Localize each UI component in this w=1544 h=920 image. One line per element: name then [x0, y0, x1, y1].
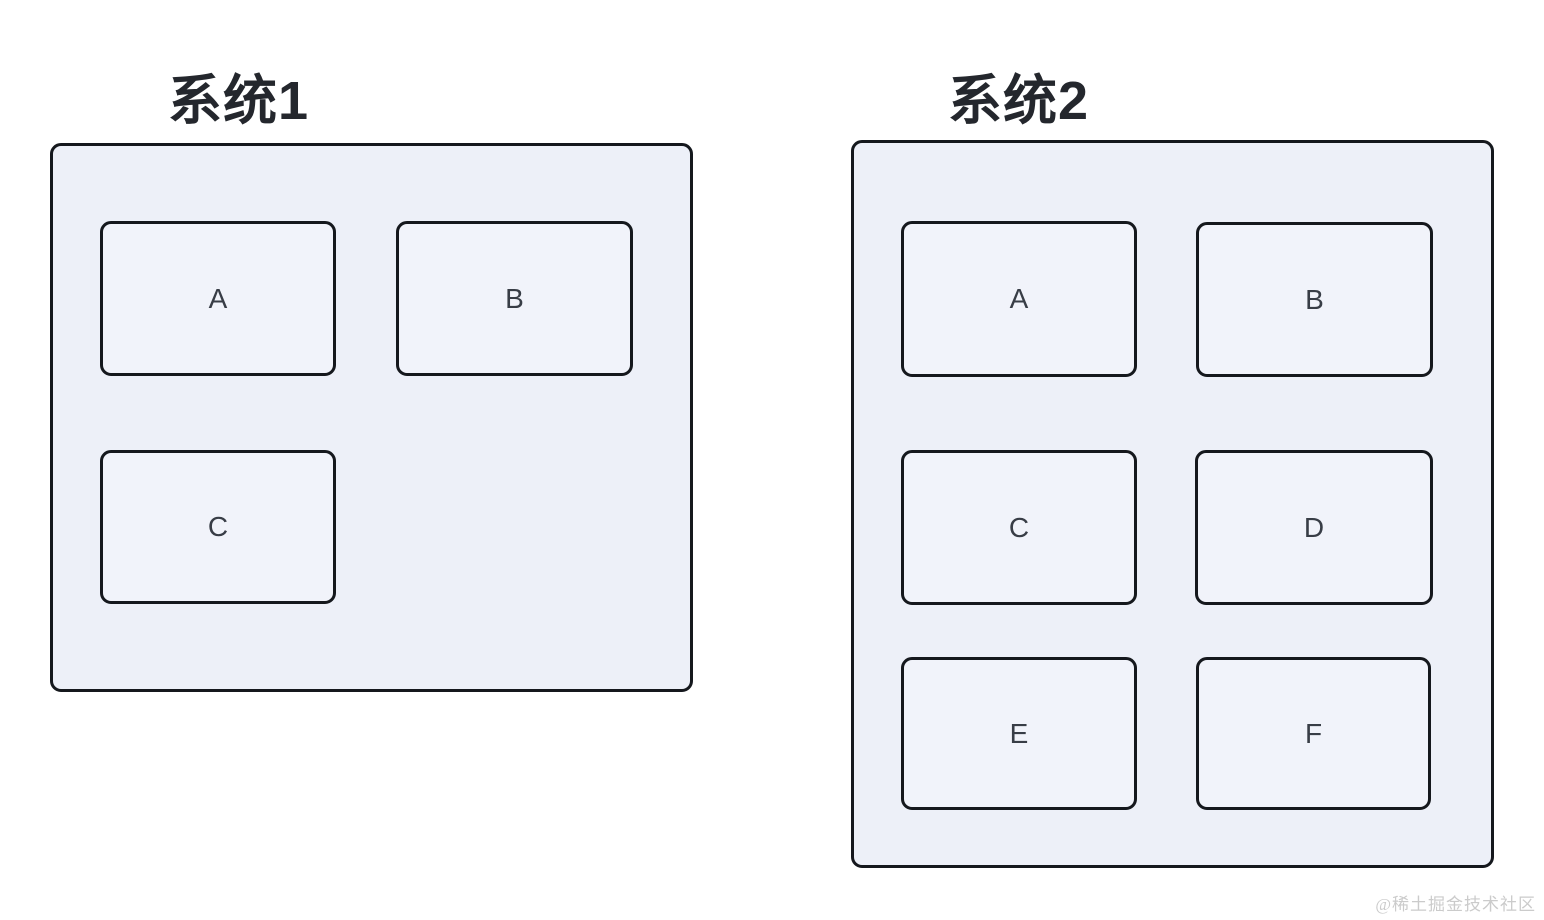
watermark: @稀土掘金技术社区 [1375, 895, 1536, 914]
system1-container: A B C [50, 143, 693, 692]
module-label: F [1304, 717, 1323, 749]
system2-module-b: B [1196, 222, 1433, 377]
system2-module-a: A [901, 221, 1137, 377]
system2-module-d: D [1195, 450, 1433, 605]
module-label: C [207, 511, 229, 542]
system2-module-f: F [1196, 657, 1431, 810]
module-label: B [1305, 283, 1324, 315]
module-label: A [208, 282, 228, 314]
system2-title: 系统2 [948, 71, 1090, 131]
system2-container: A B C D E F [851, 140, 1494, 868]
module-label: B [505, 282, 524, 314]
module-label: E [1009, 717, 1029, 749]
system1-module-a: A [100, 221, 336, 376]
system2-module-e: E [901, 657, 1137, 810]
system1-title: 系统1 [168, 71, 310, 131]
module-label: C [1008, 511, 1030, 543]
system1-module-b: B [396, 221, 633, 376]
system1-module-c: C [100, 450, 336, 604]
module-label: A [1009, 283, 1029, 314]
system2-module-c: C [901, 450, 1137, 605]
module-label: D [1303, 511, 1325, 543]
